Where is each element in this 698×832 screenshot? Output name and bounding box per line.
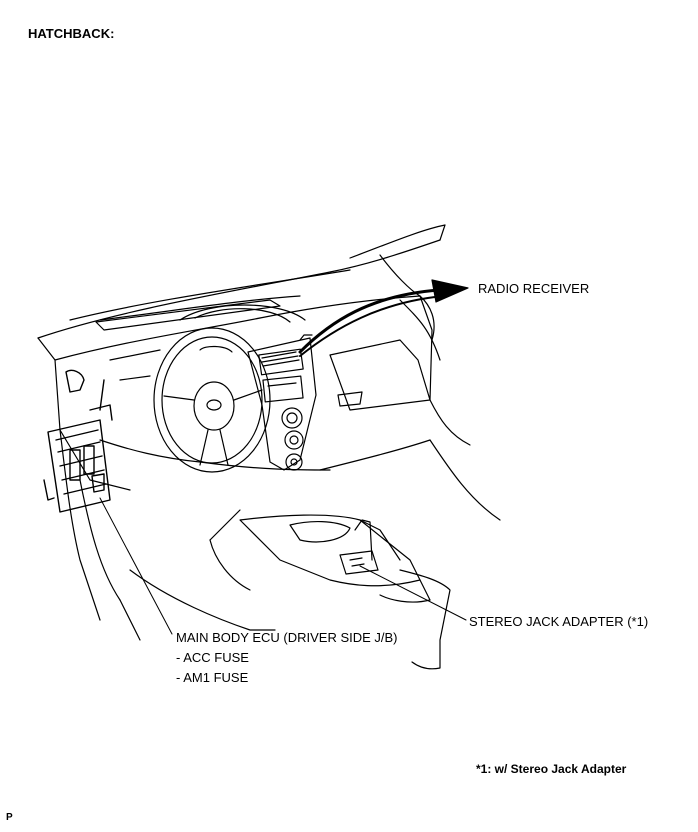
variant-title: HATCHBACK:: [28, 26, 115, 41]
floor-console: [119, 509, 451, 670]
am1-fuse-label: - AM1 FUSE: [176, 670, 249, 685]
steering-wheel: [153, 327, 271, 473]
illustration-code: P: [6, 812, 13, 823]
radio-receiver-label: RADIO RECEIVER: [478, 281, 590, 296]
main-body-ecu-label: MAIN BODY ECU (DRIVER SIDE J/B): [176, 630, 398, 645]
dashboard-outline: [37, 224, 501, 621]
radio-receiver-arrow: [298, 279, 469, 357]
acc-fuse-label: - ACC FUSE: [176, 650, 249, 665]
stereo-jack-adapter-label: STEREO JACK ADAPTER (*1): [469, 614, 649, 629]
junction-block: [43, 369, 113, 513]
footnote: *1: w/ Stereo Jack Adapter: [476, 762, 627, 776]
leader-lines: [99, 497, 467, 635]
